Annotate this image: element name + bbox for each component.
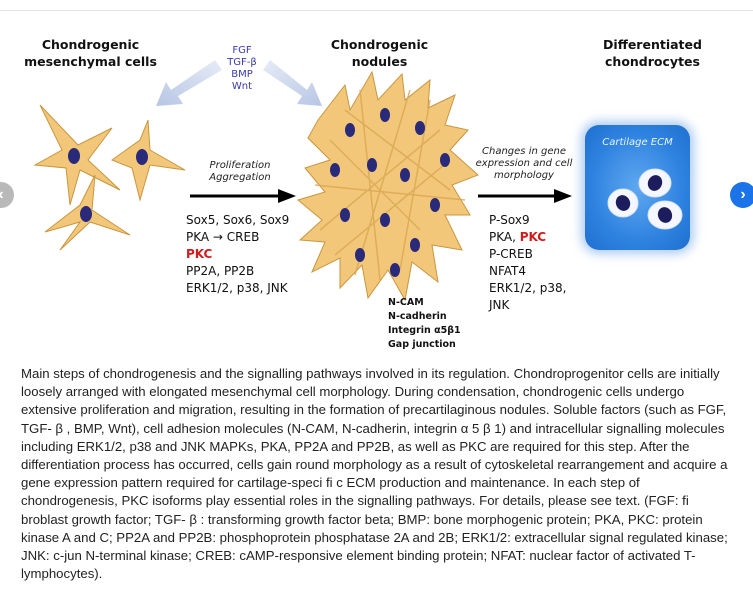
- chondrocyte-cells: [607, 168, 683, 230]
- arrow-proliferation: [190, 189, 296, 203]
- factor-item: BMP: [231, 69, 253, 80]
- adhesion-item: Gap junction: [388, 339, 456, 350]
- stage1-molecules: Sox5, Sox6, Sox9 PKA → CREB PKC PP2A, PP…: [186, 212, 289, 297]
- adhesion-item: N-CAM: [388, 297, 424, 308]
- chondrogenic-nodule: [296, 70, 479, 302]
- molecule-item-pkc: PKC: [186, 247, 213, 261]
- chevron-right-icon: ›: [740, 186, 746, 203]
- adhesion-item: Integrin α5β1: [388, 325, 461, 336]
- factor-arrow-left: [156, 60, 222, 106]
- figure-artwork: [33, 60, 572, 302]
- molecule-item: Sox5, Sox6, Sox9: [186, 213, 290, 227]
- stage3-molecules: P-Sox9 PKA, PKC P-CREB NFAT4 ERK1/2, p38…: [489, 212, 566, 314]
- chevron-left-icon: ‹: [0, 186, 4, 204]
- molecule-pkc: PKC: [519, 230, 547, 244]
- factor-arrow-right: [263, 60, 322, 106]
- soluble-factors-list: FGF TGF-β BMP Wnt: [222, 45, 262, 93]
- top-divider: [0, 10, 753, 11]
- molecule-item: JNK: [489, 298, 510, 312]
- molecule-item: P-CREB: [489, 247, 533, 261]
- mesenchymal-cells: [33, 104, 186, 251]
- molecule-item: NFAT4: [489, 264, 527, 278]
- molecule-item: P-Sox9: [489, 213, 530, 227]
- adhesion-molecules: N-CAM N-cadherin Integrin α5β1 Gap junct…: [388, 296, 461, 352]
- next-slide-button[interactable]: ›: [730, 182, 753, 208]
- adhesion-item: N-cadherin: [388, 311, 447, 322]
- arrow1-label: Proliferation Aggregation: [209, 160, 271, 183]
- factor-item: FGF: [232, 45, 252, 56]
- molecule-item: ERK1/2, p38,: [489, 281, 567, 295]
- stage1-title: Chondrogenic mesenchymal cells: [24, 37, 157, 69]
- stage3-title: Differentiated chondrocytes: [603, 37, 702, 69]
- molecule-item: PP2A, PP2B: [186, 264, 255, 278]
- molecule-item-pka-pkc: PKA, PKC: [489, 229, 566, 246]
- arrow2-label: Changes in gene expression and cell morp…: [475, 146, 573, 181]
- figure-caption: Main steps of chondrogenesis and the sig…: [21, 366, 728, 582]
- previous-slide-button[interactable]: ‹: [0, 182, 14, 208]
- stage2-title: Chondrogenic nodules: [330, 37, 429, 69]
- molecule-item: ERK1/2, p38, JNK: [186, 281, 288, 295]
- arrow-differentiation: [478, 189, 572, 203]
- factor-item: Wnt: [231, 81, 253, 92]
- molecule-item: PKA → CREB: [186, 230, 260, 244]
- chondrogenesis-figure: Chondrogenic mesenchymal cells Chondroge…: [24, 37, 702, 352]
- factor-item: TGF-β: [227, 57, 257, 68]
- molecule-pka: PKA,: [489, 230, 520, 244]
- cartilage-ecm-box: Cartilage ECM: [585, 125, 690, 250]
- ecm-label: Cartilage ECM: [602, 137, 673, 148]
